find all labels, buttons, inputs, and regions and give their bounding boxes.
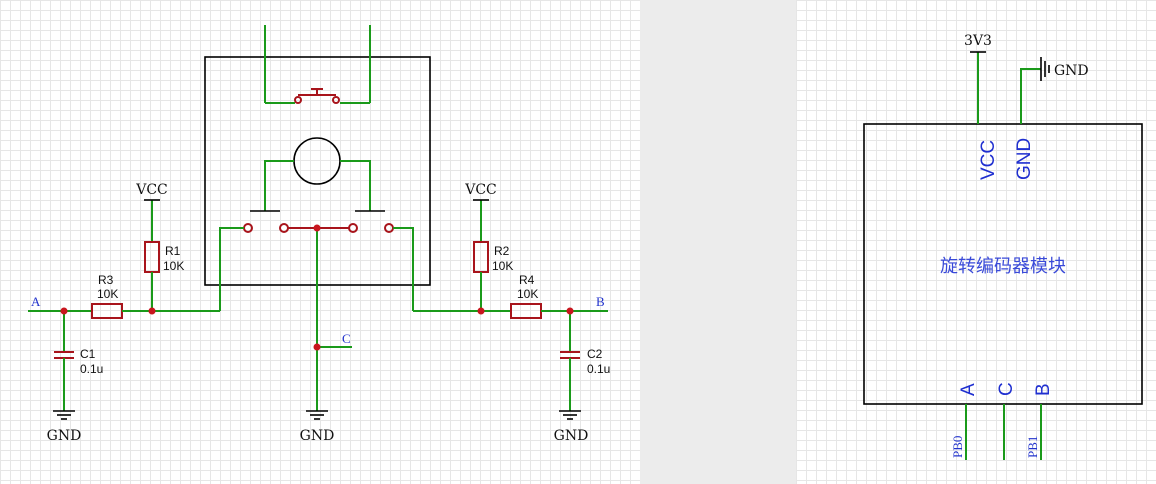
rotary-contacts xyxy=(219,137,414,411)
encoder-module-block: 3V3 GND VCC GND 旋转编码器模块 A C B PB0 PB1 xyxy=(796,0,1156,484)
channel-b-network xyxy=(413,200,608,411)
r2-ref: R2 xyxy=(494,244,510,258)
r3-value: 10K xyxy=(97,287,118,301)
r4-ref: R4 xyxy=(519,273,535,287)
c2-ref: C2 xyxy=(587,347,603,361)
r2-value: 10K xyxy=(492,259,513,273)
resistor-r3 xyxy=(91,303,123,319)
pin-b: B xyxy=(1033,383,1054,396)
power-label: 3V3 xyxy=(964,33,992,49)
net-label-pb0: PB0 xyxy=(950,436,965,458)
vcc-label-r2: VCC xyxy=(464,182,497,198)
push-switch xyxy=(264,25,371,104)
ground-symbol-module xyxy=(1040,57,1050,81)
resistor-r1 xyxy=(144,241,160,273)
gnd-label-b: GND xyxy=(554,428,589,444)
r1-ref: R1 xyxy=(165,244,181,258)
pin-c: C xyxy=(996,382,1017,396)
encoder-circuit-schematic: VCC VCC GND GND GND A B C R1 10K R2 10K … xyxy=(0,0,640,484)
gnd-label-a: GND xyxy=(47,428,82,444)
ground-symbol-c xyxy=(306,410,328,420)
pin-vcc: VCC xyxy=(978,140,999,180)
r1-value: 10K xyxy=(163,259,184,273)
r3-ref: R3 xyxy=(98,273,114,287)
ground-symbol-a xyxy=(53,410,75,420)
module-canvas: 3V3 GND VCC GND 旋转编码器模块 A C B PB0 PB1 xyxy=(863,33,1143,460)
pin-a: A xyxy=(958,383,979,396)
vcc-label-r1: VCC xyxy=(135,182,168,198)
gnd-label-c: GND xyxy=(300,428,335,444)
net-label-a: A xyxy=(31,294,41,309)
ground-symbol-b xyxy=(559,410,581,420)
resistor-r2 xyxy=(473,241,489,273)
schematic-canvas: VCC VCC GND GND GND A B C R1 10K R2 10K … xyxy=(28,25,610,444)
c1-ref: C1 xyxy=(80,347,96,361)
pin-gnd: GND xyxy=(1014,138,1035,180)
c1-value: 0.1u xyxy=(80,362,103,376)
module-title: 旋转编码器模块 xyxy=(940,256,1066,277)
r4-value: 10K xyxy=(517,287,538,301)
net-label-c: C xyxy=(342,331,351,346)
c2-value: 0.1u xyxy=(587,362,610,376)
channel-a-network xyxy=(28,200,220,411)
net-label-b: B xyxy=(596,294,605,309)
resistor-r4 xyxy=(510,303,542,319)
module-gnd-label: GND xyxy=(1054,63,1089,79)
net-label-pb1: PB1 xyxy=(1025,436,1040,458)
